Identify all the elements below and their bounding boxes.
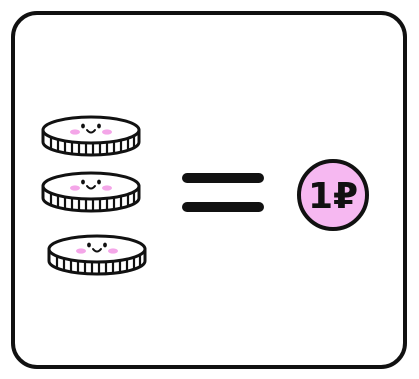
smiling-coin-icon bbox=[41, 115, 141, 157]
ruble-coin-label: 1₽ bbox=[308, 176, 358, 217]
coin-stack bbox=[41, 115, 147, 276]
smiling-coin-icon bbox=[41, 171, 141, 213]
smiling-coin-icon bbox=[47, 234, 147, 276]
ruble-coin-icon: 1₽ bbox=[297, 159, 369, 231]
equals-icon bbox=[182, 173, 264, 212]
